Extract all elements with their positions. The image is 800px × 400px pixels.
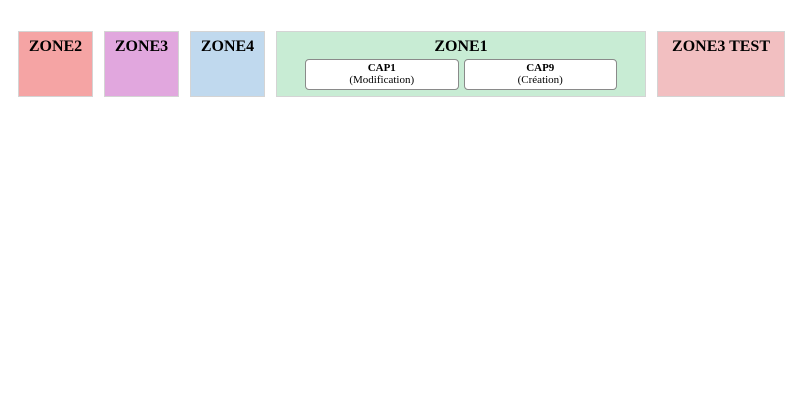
- cap1-card-title: CAP1: [367, 62, 396, 74]
- cap9-card-title: CAP9: [526, 62, 555, 74]
- zone1-card-row: CAP1 (Modification) CAP9 (Création): [305, 59, 617, 90]
- cap9-card[interactable]: CAP9 (Création): [463, 59, 617, 90]
- cap1-card-subtitle: (Modification): [349, 74, 415, 86]
- zone-zone3-test[interactable]: ZONE3 TEST: [657, 31, 785, 97]
- zone-zone3[interactable]: ZONE3: [104, 31, 179, 97]
- zone-zone2[interactable]: ZONE2: [18, 31, 93, 97]
- zones-row: ZONE2 ZONE3 ZONE4 ZONE1 CAP1 (Modificati…: [18, 31, 785, 97]
- zone-zone3-label: ZONE3: [114, 38, 169, 55]
- cap9-card-subtitle: (Création): [517, 74, 563, 86]
- zone-zone3-test-label: ZONE3 TEST: [672, 38, 770, 55]
- zone-zone4-label: ZONE4: [200, 38, 255, 55]
- zone-zone1-label: ZONE1: [434, 38, 488, 55]
- cap1-card[interactable]: CAP1 (Modification): [305, 59, 459, 90]
- zone-zone2-label: ZONE2: [28, 38, 83, 55]
- zone-zone4[interactable]: ZONE4: [190, 31, 265, 97]
- zone-zone1[interactable]: ZONE1 CAP1 (Modification) CAP9 (Création…: [276, 31, 646, 97]
